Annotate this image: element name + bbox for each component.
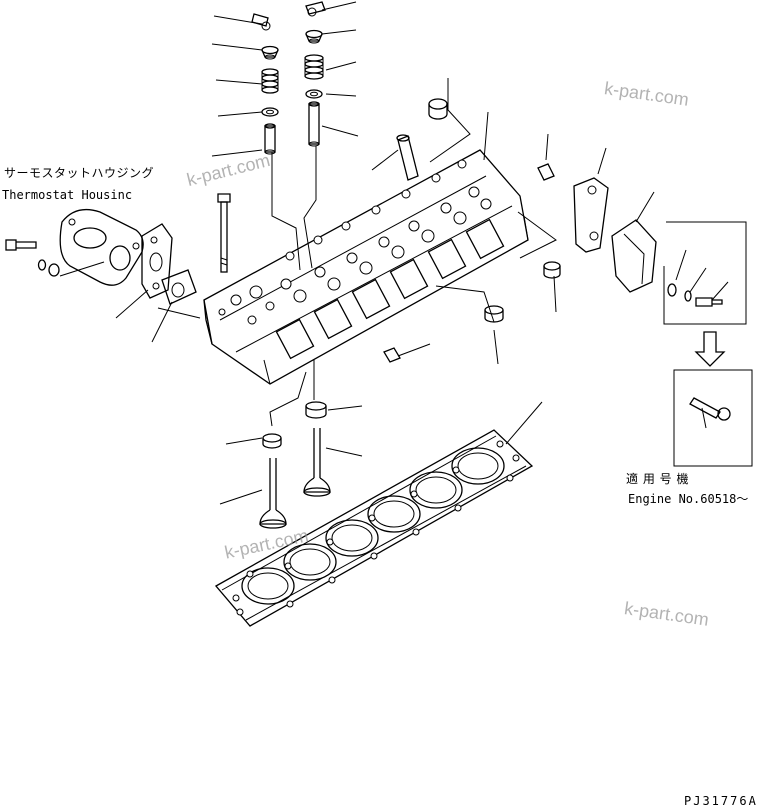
engine-mount-bracket — [611, 219, 723, 307]
valve-stack-left — [251, 13, 279, 155]
valve-seals — [262, 401, 327, 449]
head-gasket — [214, 429, 534, 627]
thermostat-label-en: Thermostat Housinc — [2, 188, 133, 202]
applicable-label: 適 用 号 機 — [626, 472, 689, 486]
spacer-plate — [161, 269, 197, 305]
version-box — [663, 221, 753, 467]
cylinder-head — [203, 149, 529, 385]
engine-number-label: Engine No.60518～ — [628, 492, 749, 506]
head-holes — [218, 159, 492, 325]
dowel-pin — [396, 134, 419, 181]
plugs — [383, 98, 561, 363]
drawing-code: PJ31776A — [684, 794, 758, 808]
thermostat-gasket — [141, 223, 173, 299]
housing-bolt — [5, 239, 60, 277]
thermostat-label-jp: サーモスタットハウジング — [4, 166, 155, 180]
lifting-bracket — [573, 177, 609, 253]
head-bolt — [217, 193, 231, 273]
valves — [259, 428, 331, 529]
valve-stack-right — [304, 1, 326, 147]
thermostat-housing — [59, 208, 144, 286]
